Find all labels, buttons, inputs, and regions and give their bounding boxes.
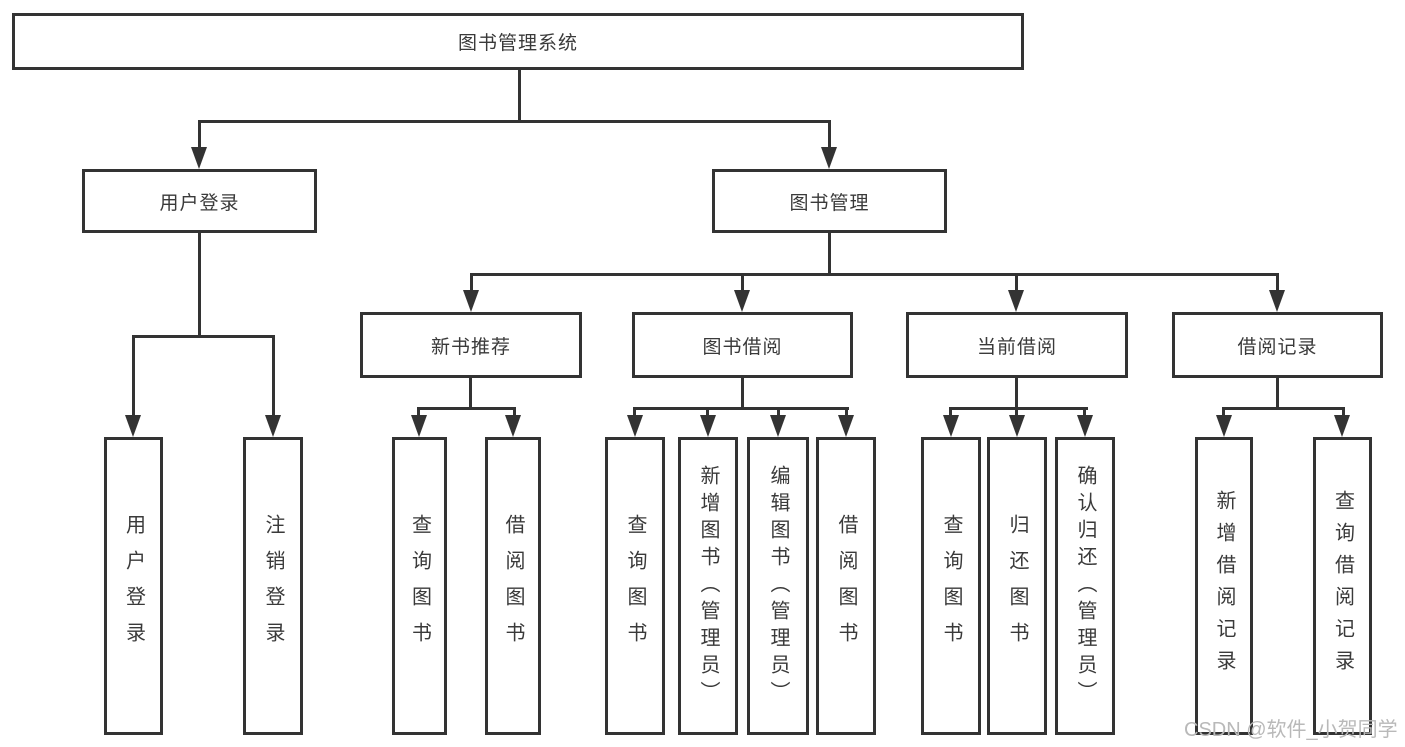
leaf-query-books-borrowing: 查询图书 (605, 437, 665, 735)
connector-line (132, 335, 275, 338)
connector-line (828, 233, 831, 275)
leaf-label: 查询图书 (940, 514, 962, 658)
connector-line (470, 273, 1279, 276)
leaf-query-books-recommend: 查询图书 (392, 437, 447, 735)
leaf-label: 编辑图书（管理员） (767, 464, 789, 708)
connector-line (633, 407, 636, 419)
connector-line (633, 407, 849, 410)
arrow-down-icon (1216, 415, 1232, 437)
connector-line (1222, 407, 1345, 410)
leaf-confirm-return-admin: 确认归还（管理员） (1055, 437, 1115, 735)
arrow-down-icon (463, 290, 479, 312)
arrow-down-icon (1269, 290, 1285, 312)
leaf-borrow-books: 借阅图书 (816, 437, 876, 735)
node-label: 图书借阅 (702, 336, 783, 358)
csdn-watermark: CSDN @软件_小贺同学 (1184, 719, 1398, 741)
leaf-label: 用户登录 (122, 514, 145, 658)
connector-line (1342, 407, 1345, 419)
leaf-label: 查询借阅记录 (1331, 490, 1354, 682)
node-library-management-system: 图书管理系统 (12, 13, 1024, 70)
connector-line (1276, 378, 1279, 409)
arrow-down-icon (943, 415, 959, 437)
leaf-add-borrow-record: 新增借阅记录 (1195, 437, 1253, 735)
node-new-book-recommend: 新书推荐 (360, 312, 582, 378)
leaf-label: 新增图书（管理员） (697, 464, 719, 708)
connector-line (949, 407, 1088, 410)
node-label: 借阅记录 (1237, 336, 1318, 358)
connector-line (1276, 273, 1279, 294)
arrow-down-icon (505, 415, 521, 437)
connector-line (706, 407, 709, 419)
connector-line (518, 70, 521, 122)
leaf-label: 注销登录 (262, 514, 284, 658)
leaf-label: 新增借阅记录 (1213, 490, 1235, 682)
arrow-down-icon (700, 415, 716, 437)
leaf-add-book-admin: 新增图书（管理员） (678, 437, 738, 735)
connector-line (198, 120, 201, 150)
connector-line (417, 407, 420, 419)
connector-line (198, 120, 831, 123)
arrow-down-icon (821, 147, 837, 169)
arrow-down-icon (1008, 290, 1024, 312)
connector-line (1222, 407, 1225, 419)
connector-line (470, 273, 473, 294)
connector-line (1015, 378, 1018, 409)
leaf-edit-book-admin: 编辑图书（管理员） (747, 437, 809, 735)
connector-line (949, 407, 952, 419)
node-label: 图书管理 (789, 192, 870, 214)
leaf-logout: 注销登录 (243, 437, 303, 735)
node-book-management: 图书管理 (712, 169, 947, 233)
connector-line (1015, 407, 1018, 419)
connector-line (513, 407, 516, 419)
connector-line (1015, 273, 1018, 294)
arrow-down-icon (411, 415, 427, 437)
arrow-down-icon (1334, 415, 1350, 437)
arrow-down-icon (627, 415, 643, 437)
arrow-down-icon (770, 415, 786, 437)
connector-line (741, 273, 744, 294)
leaf-borrow-books-recommend: 借阅图书 (485, 437, 541, 735)
connector-line (1083, 407, 1086, 419)
connector-line (777, 407, 780, 419)
node-label: 当前借阅 (976, 336, 1057, 358)
leaf-label: 查询图书 (624, 514, 646, 658)
node-label: 新书推荐 (430, 336, 511, 358)
node-book-borrowing: 图书借阅 (632, 312, 853, 378)
connector-line (417, 407, 516, 410)
arrow-down-icon (265, 415, 281, 437)
connector-line (741, 378, 744, 409)
leaf-query-books-current: 查询图书 (921, 437, 981, 735)
arrow-down-icon (838, 415, 854, 437)
arrow-down-icon (1077, 415, 1093, 437)
node-user-login: 用户登录 (82, 169, 317, 233)
connector-line (132, 335, 135, 417)
connector-line (272, 335, 275, 417)
leaf-label: 归还图书 (1006, 514, 1028, 658)
connector-line (828, 120, 831, 150)
leaf-user-login: 用户登录 (104, 437, 163, 735)
arrow-down-icon (191, 147, 207, 169)
connector-line (845, 407, 848, 419)
connector-line (198, 233, 201, 337)
leaf-return-books: 归还图书 (987, 437, 1047, 735)
connector-line (469, 378, 472, 409)
node-label: 图书管理系统 (457, 33, 578, 54)
arrow-down-icon (125, 415, 141, 437)
leaf-label: 借阅图书 (835, 514, 857, 658)
leaf-label: 查询图书 (408, 514, 431, 658)
leaf-label: 借阅图书 (502, 514, 524, 658)
arrow-down-icon (1009, 415, 1025, 437)
leaf-label: 确认归还（管理员） (1074, 464, 1096, 708)
leaf-query-borrow-record: 查询借阅记录 (1313, 437, 1372, 735)
node-current-borrowing: 当前借阅 (906, 312, 1128, 378)
node-label: 用户登录 (159, 192, 240, 214)
node-borrow-records: 借阅记录 (1172, 312, 1383, 378)
arrow-down-icon (734, 290, 750, 312)
